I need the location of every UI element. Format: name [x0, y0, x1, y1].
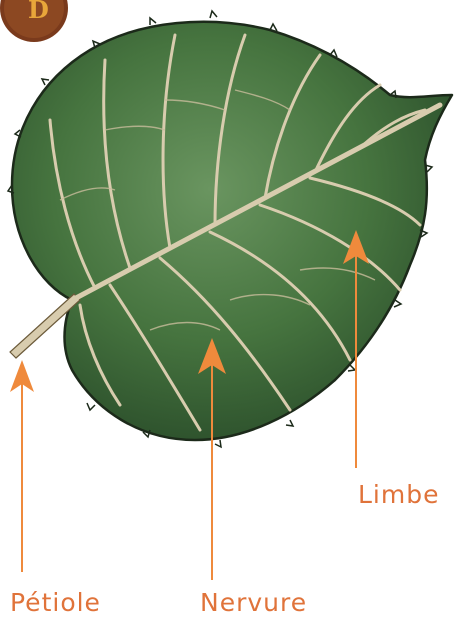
- nervure-label: Nervure: [200, 590, 307, 615]
- limbe-label: Limbe: [358, 482, 439, 507]
- corner-badge-icon: D: [0, 0, 68, 42]
- svg-text:D: D: [28, 0, 49, 24]
- petiole-arrow: [10, 360, 34, 572]
- petiole-label: Pétiole: [10, 590, 101, 615]
